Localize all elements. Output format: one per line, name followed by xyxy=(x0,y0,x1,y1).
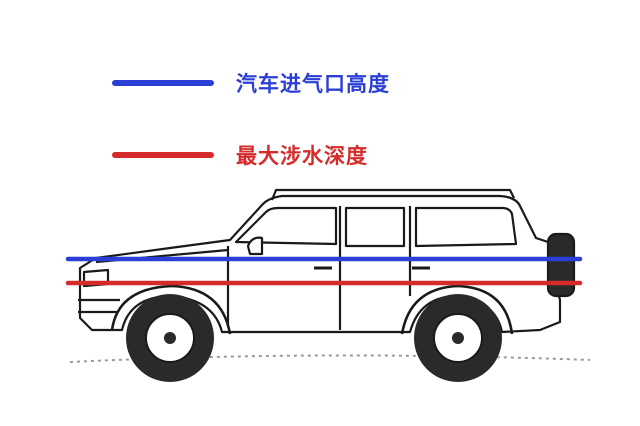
roof-rack xyxy=(270,188,515,201)
legend-intake: 汽车进气口高度 xyxy=(112,68,390,98)
rear-wheel xyxy=(414,294,502,382)
front-fender-flare xyxy=(110,284,232,335)
spare-tire xyxy=(546,232,576,298)
legend-wading-swatch xyxy=(112,152,214,158)
rear-quarter-window xyxy=(414,206,518,248)
legend-intake-label: 汽车进气口高度 xyxy=(236,72,390,96)
legend-wading: 最大涉水深度 xyxy=(112,140,368,170)
front-bumper xyxy=(78,298,120,314)
rear-door-window xyxy=(344,206,406,248)
rear-fender-flare xyxy=(400,284,514,335)
legend-wading-label: 最大涉水深度 xyxy=(236,144,368,168)
legend-intake-swatch xyxy=(112,80,214,86)
side-mirror xyxy=(246,236,264,256)
front-wheel xyxy=(126,294,214,382)
windshield xyxy=(234,206,338,246)
